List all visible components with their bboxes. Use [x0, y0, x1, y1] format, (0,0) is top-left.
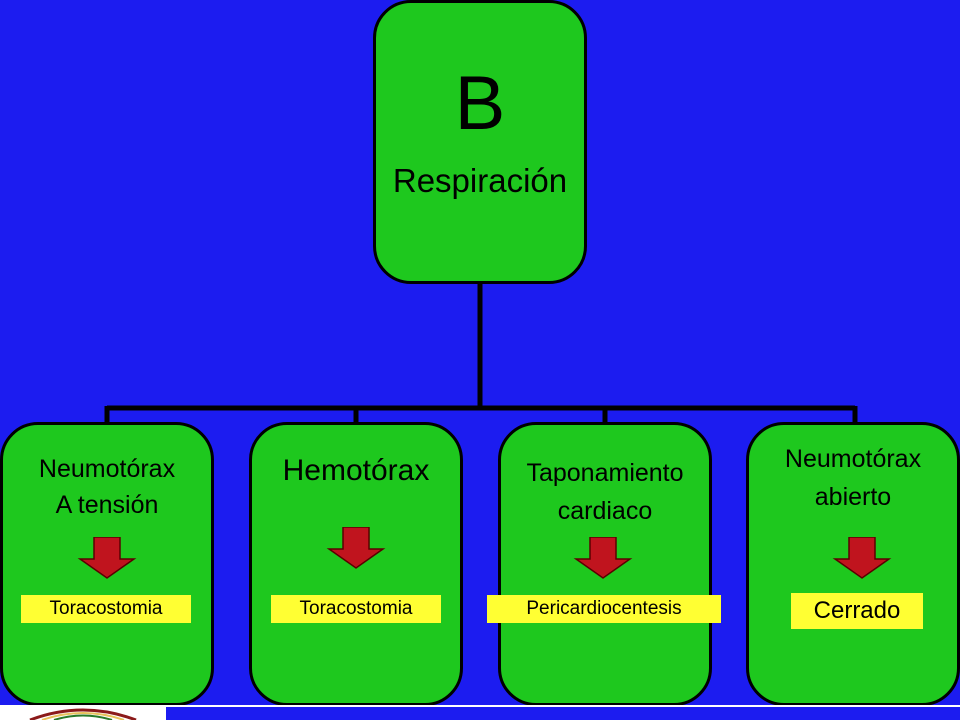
- child-box-neumotorax-tension: Neumotórax A tensión: [0, 422, 214, 706]
- child-title-line2: A tensión: [55, 491, 159, 519]
- root-node-box: B Respiración: [373, 0, 587, 284]
- child-title-line2: abierto: [814, 483, 892, 511]
- child-title-line2: cardiaco: [557, 497, 653, 525]
- child-title-line1: Taponamiento: [526, 459, 684, 487]
- root-label: Respiración: [392, 162, 568, 199]
- action-label-toracostomia: Toracostomia: [271, 595, 441, 623]
- down-arrow-icon: [832, 537, 892, 579]
- logo-icon: [29, 708, 137, 720]
- child-title-line1: Hemotórax: [282, 454, 430, 487]
- action-label-pericardiocentesis: Pericardiocentesis: [487, 595, 721, 623]
- down-arrow-icon: [326, 527, 386, 569]
- down-arrow-icon: [573, 537, 633, 579]
- down-arrow-icon: [77, 537, 137, 579]
- child-title-line1: Neumotórax: [784, 445, 922, 473]
- footer-bar: [166, 707, 960, 720]
- root-letter: B: [454, 61, 506, 146]
- action-label-cerrado: Cerrado: [791, 593, 923, 629]
- action-label-toracostomia: Toracostomia: [21, 595, 191, 623]
- child-title-line1: Neumotórax: [38, 455, 176, 483]
